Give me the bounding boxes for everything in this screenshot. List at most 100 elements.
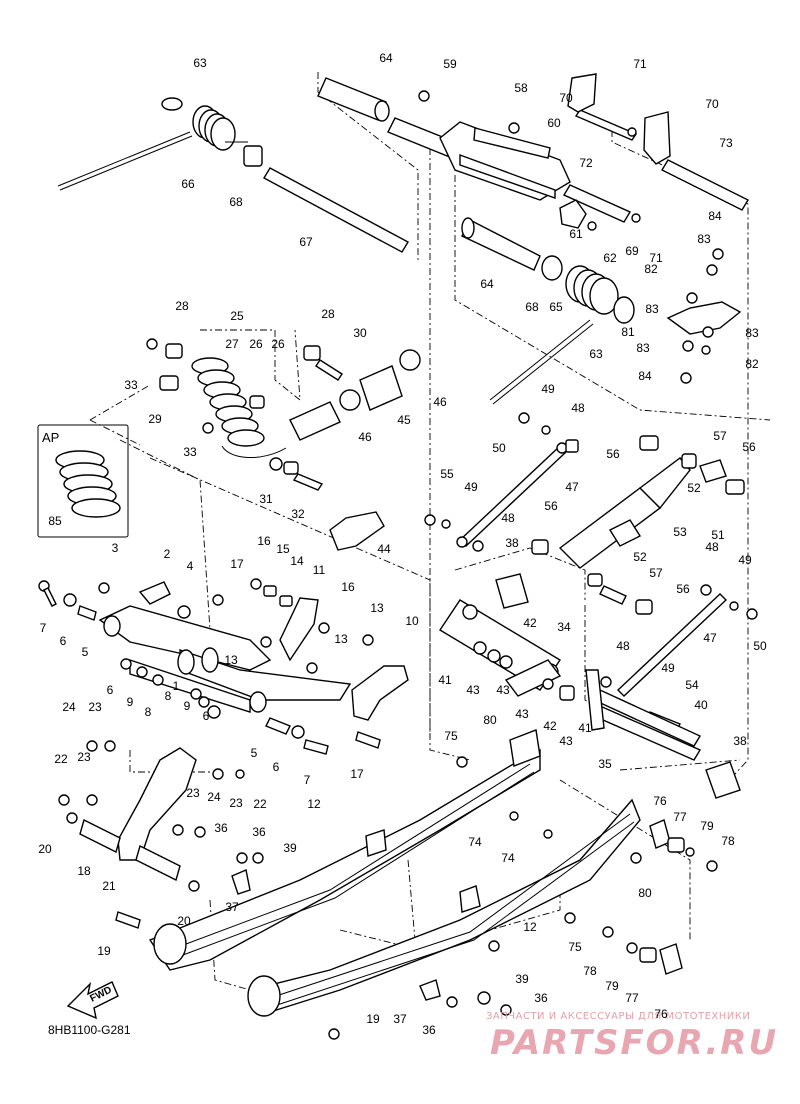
callout-55: 55 bbox=[440, 467, 454, 481]
callout-85: 85 bbox=[48, 514, 62, 528]
links-section bbox=[424, 412, 758, 799]
callout-23: 23 bbox=[186, 786, 200, 800]
callout-75: 75 bbox=[568, 940, 582, 954]
callout-31: 31 bbox=[259, 492, 273, 506]
callout-6: 6 bbox=[60, 634, 67, 648]
callout-59: 59 bbox=[443, 57, 457, 71]
callout-52: 52 bbox=[687, 481, 701, 495]
callout-82: 82 bbox=[644, 262, 658, 276]
callout-74: 74 bbox=[501, 851, 515, 865]
callout-56: 56 bbox=[606, 447, 620, 461]
callout-24: 24 bbox=[62, 700, 76, 714]
callout-15: 15 bbox=[276, 542, 290, 556]
callout-60: 60 bbox=[547, 116, 561, 130]
callout-38: 38 bbox=[505, 536, 519, 550]
upper-parts bbox=[57, 73, 749, 405]
callout-3: 3 bbox=[112, 541, 119, 555]
callout-83: 83 bbox=[745, 326, 759, 340]
callout-47: 47 bbox=[565, 480, 579, 494]
callout-19: 19 bbox=[366, 1012, 380, 1026]
callout-56: 56 bbox=[676, 582, 690, 596]
callout-77: 77 bbox=[673, 810, 687, 824]
callout-6: 6 bbox=[203, 709, 210, 723]
callout-7: 7 bbox=[304, 773, 311, 787]
callout-46: 46 bbox=[358, 430, 372, 444]
callout-12: 12 bbox=[523, 920, 537, 934]
callout-23: 23 bbox=[229, 796, 243, 810]
callout-67: 67 bbox=[299, 235, 313, 249]
callout-17: 17 bbox=[350, 767, 364, 781]
callout-16: 16 bbox=[257, 534, 271, 548]
callout-76: 76 bbox=[654, 1007, 668, 1021]
callout-47: 47 bbox=[703, 631, 717, 645]
callout-57: 57 bbox=[649, 566, 663, 580]
callout-28: 28 bbox=[175, 299, 189, 313]
callout-20: 20 bbox=[177, 914, 191, 928]
callout-24: 24 bbox=[207, 790, 221, 804]
callout-22: 22 bbox=[54, 752, 68, 766]
callout-43: 43 bbox=[559, 734, 573, 748]
callout-35: 35 bbox=[598, 757, 612, 771]
callout-16: 16 bbox=[341, 580, 355, 594]
callout-9: 9 bbox=[127, 695, 134, 709]
torsion-spring-right bbox=[565, 265, 619, 315]
callout-71: 71 bbox=[633, 57, 647, 71]
callout-2: 2 bbox=[164, 547, 171, 561]
callout-5: 5 bbox=[251, 746, 258, 760]
callout-49: 49 bbox=[661, 661, 675, 675]
callout-36: 36 bbox=[422, 1023, 436, 1037]
callout-1: 1 bbox=[173, 679, 180, 693]
callout-33: 33 bbox=[183, 445, 197, 459]
callout-8: 8 bbox=[165, 689, 172, 703]
callout-30: 30 bbox=[353, 326, 367, 340]
callout-13: 13 bbox=[370, 601, 384, 615]
callout-8: 8 bbox=[145, 705, 152, 719]
callout-32: 32 bbox=[291, 507, 305, 521]
callout-81: 81 bbox=[621, 325, 635, 339]
callout-10: 10 bbox=[405, 614, 419, 628]
callout-48: 48 bbox=[571, 401, 585, 415]
callout-5: 5 bbox=[82, 645, 89, 659]
callout-18: 18 bbox=[77, 864, 91, 878]
callout-42: 42 bbox=[523, 616, 537, 630]
callout-79: 79 bbox=[700, 819, 714, 833]
callout-56: 56 bbox=[544, 499, 558, 513]
spring-detail bbox=[55, 450, 121, 518]
callout-70: 70 bbox=[559, 91, 573, 105]
callout-26: 26 bbox=[271, 337, 285, 351]
callout-84: 84 bbox=[638, 369, 652, 383]
shock-section: AP bbox=[37, 338, 421, 551]
callout-43: 43 bbox=[515, 707, 529, 721]
callout-73: 73 bbox=[719, 136, 733, 150]
callout-54: 54 bbox=[685, 678, 699, 692]
callout-49: 49 bbox=[464, 480, 478, 494]
callout-74: 74 bbox=[468, 835, 482, 849]
callout-83: 83 bbox=[697, 232, 711, 246]
callout-58: 58 bbox=[514, 81, 528, 95]
fwd-arrow: FWD bbox=[66, 981, 119, 1020]
callout-65: 65 bbox=[549, 300, 563, 314]
callout-63: 63 bbox=[589, 347, 603, 361]
callout-12: 12 bbox=[307, 797, 321, 811]
callout-78: 78 bbox=[721, 834, 735, 848]
callout-14: 14 bbox=[290, 554, 304, 568]
callout-45: 45 bbox=[397, 413, 411, 427]
callout-19: 19 bbox=[97, 944, 111, 958]
detail-label: AP bbox=[42, 430, 59, 445]
watermark-logo: PARTSFOR.RU bbox=[490, 1023, 778, 1063]
callout-56: 56 bbox=[742, 440, 756, 454]
callout-41: 41 bbox=[578, 721, 592, 735]
callout-22: 22 bbox=[253, 797, 267, 811]
callout-76: 76 bbox=[653, 794, 667, 808]
torsion-spring-left bbox=[192, 105, 236, 151]
slide-rails bbox=[148, 729, 718, 1040]
watermark: ЗАПЧАСТИ И АКСЕССУАРЫ ДЛЯ МОТОТЕХНИКИ PA… bbox=[486, 1011, 778, 1063]
callout-80: 80 bbox=[483, 713, 497, 727]
callout-71: 71 bbox=[649, 251, 663, 265]
coil-shock-spring bbox=[191, 357, 265, 447]
callout-44: 44 bbox=[377, 542, 391, 556]
callout-28: 28 bbox=[321, 307, 335, 321]
callout-6: 6 bbox=[107, 683, 114, 697]
callout-48: 48 bbox=[616, 639, 630, 653]
